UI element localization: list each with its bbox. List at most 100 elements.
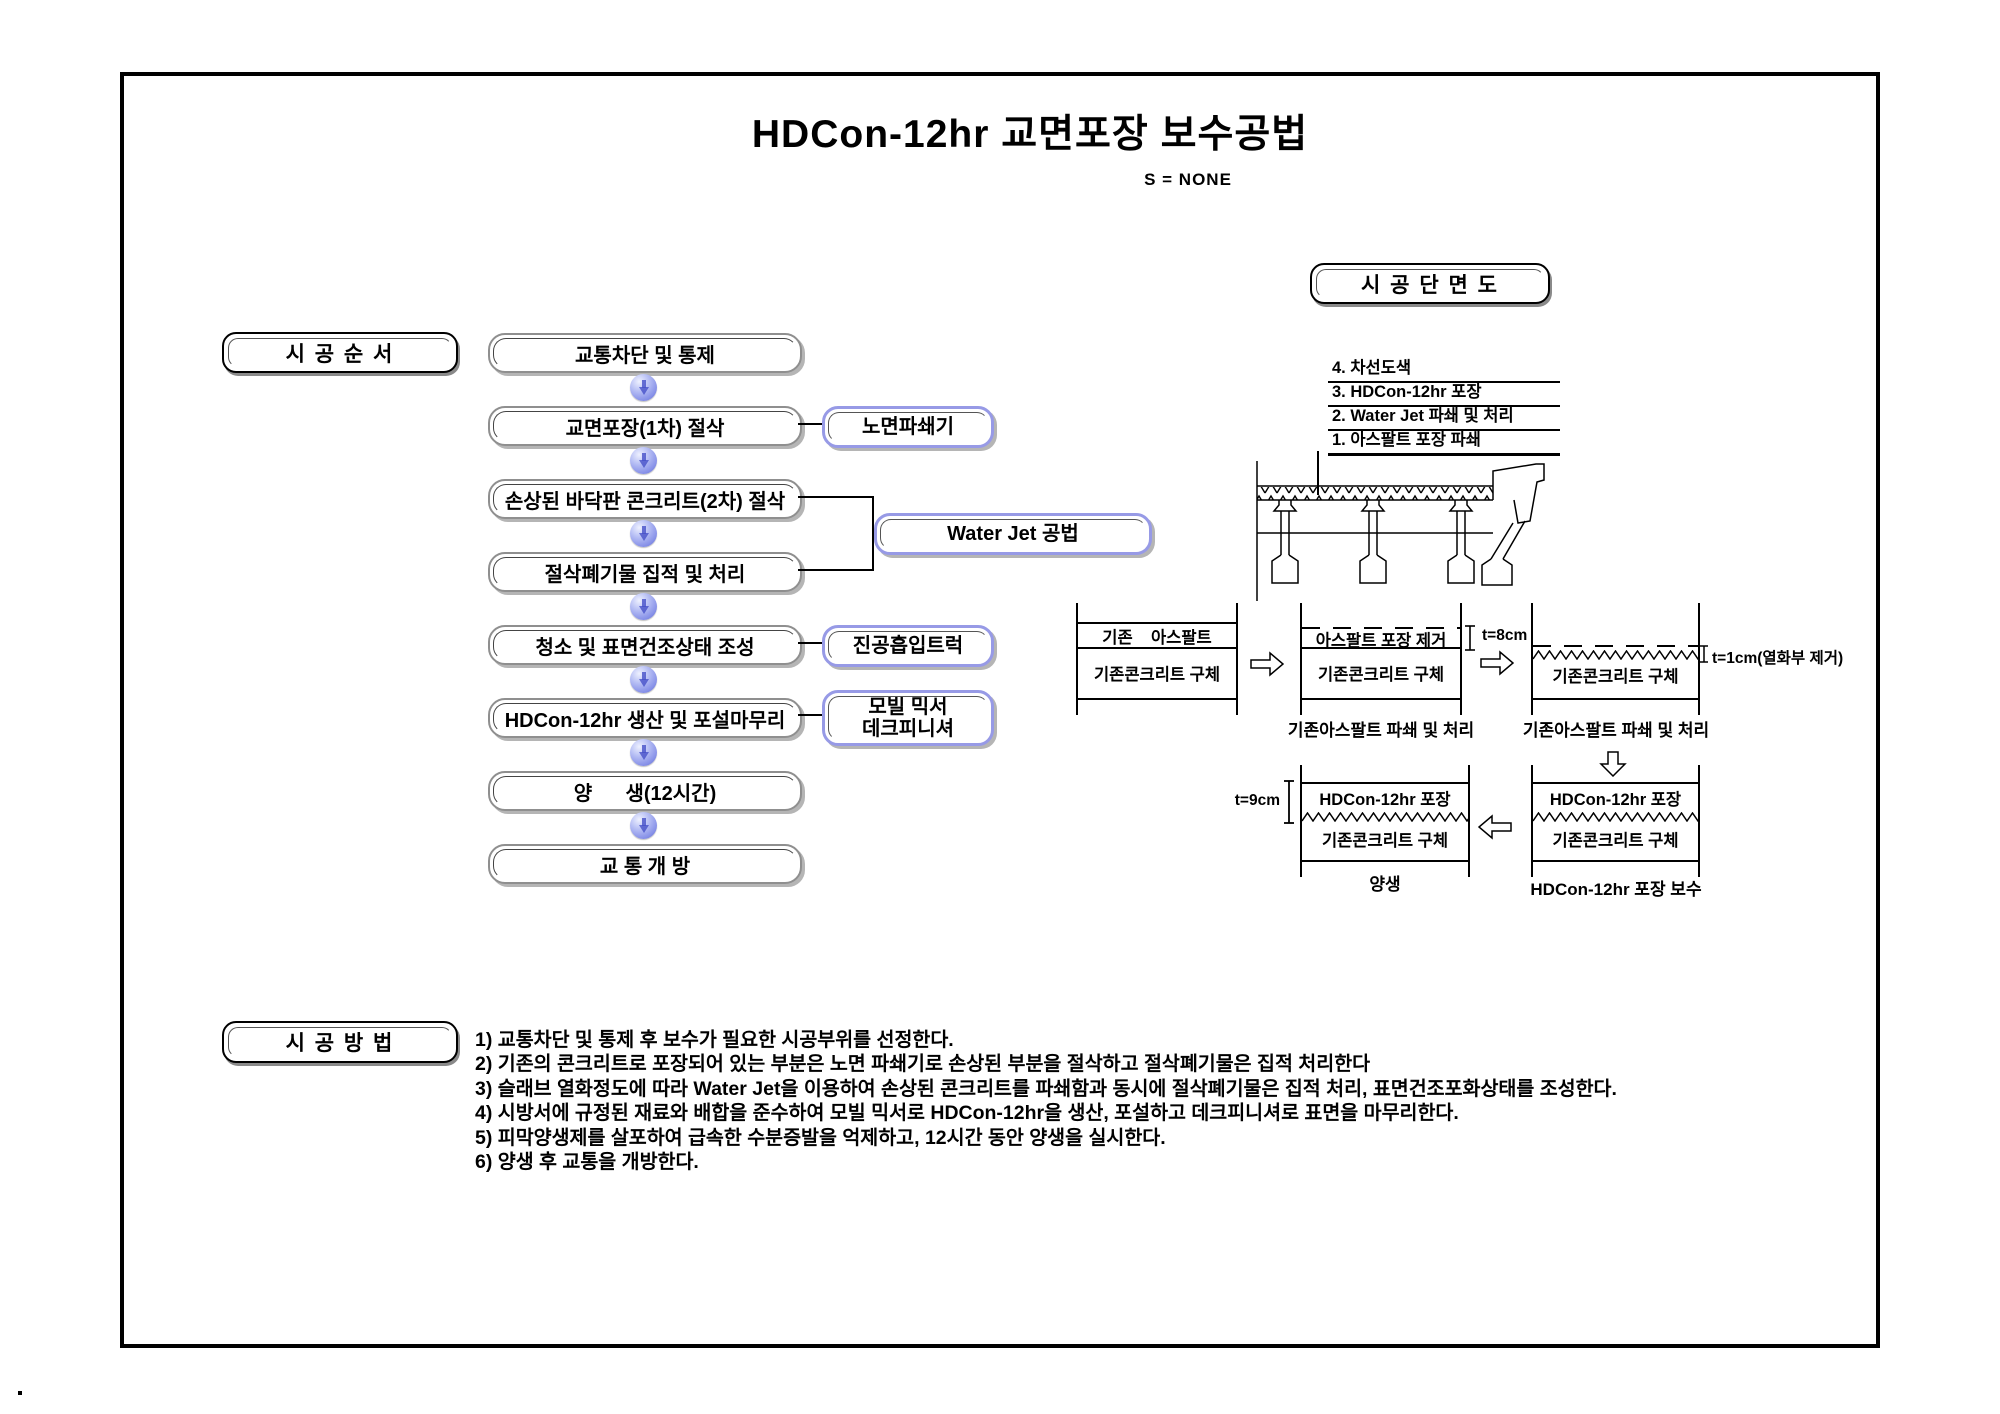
connector-line (798, 569, 874, 571)
connector-line (798, 642, 824, 644)
layer-label-asphalt: 기존 아스팔트 (1102, 629, 1212, 647)
down-arrow-icon (630, 374, 657, 401)
flow-step-5-label: 청소 및 표면건조상태 조성 (535, 636, 755, 659)
scale-note: S = NONE (1144, 170, 1232, 189)
layer-label-concrete: 기존콘크리트 구체 (1321, 832, 1449, 850)
section-view-label-text: 시 공 단 면 도 (1361, 273, 1499, 297)
down-arrow-icon (630, 666, 657, 693)
removed-layer-dashed-line (1533, 645, 1698, 647)
method-note-6: 6) 양생 후 교통을 개방한다. (475, 1151, 699, 1174)
connector-line (798, 423, 824, 425)
legend-leader-line (1317, 451, 1319, 495)
dimension-marker (1284, 780, 1294, 824)
flow-step-2: 교면포장(1차) 절삭 (488, 406, 802, 446)
layer-label-asphalt-removed: 아스팔트 포장 제거 (1315, 632, 1447, 650)
equipment-box-crusher: 노면파쇄기 (822, 406, 994, 448)
method-note-2: 2) 기존의 콘크리트로 포장되어 있는 부분은 노면 파쇄기로 손상된 부분을… (475, 1053, 1371, 1076)
layer-label-concrete: 기존콘크리트 구체 (1552, 832, 1679, 850)
legend-item-2: 2. Water Jet 파쇄 및 처리 (1328, 400, 1560, 431)
layer-line (1302, 860, 1468, 862)
equipment-crusher-label: 노면파쇄기 (862, 416, 954, 438)
layer-line (1078, 647, 1236, 649)
left-arrow-icon (1478, 814, 1512, 840)
flow-step-4: 절삭폐기물 집적 및 처리 (488, 552, 802, 592)
diagram-edge-line (1076, 603, 1078, 715)
flow-step-5: 청소 및 표면건조상태 조성 (488, 625, 802, 665)
layer-label-hdcon: HDCon-12hr 포장 (1549, 791, 1682, 809)
flow-step-8: 교 통 개 방 (488, 844, 802, 884)
layer-line (1533, 782, 1698, 784)
diagram-caption: 양생 (1369, 875, 1401, 894)
diagram-edge-line (1468, 765, 1470, 877)
equipment-vacuum-label: 진공흡입트럭 (852, 635, 964, 657)
down-arrow-icon (630, 812, 657, 839)
diagram-edge-line (1460, 603, 1462, 715)
down-arrow-icon (630, 447, 657, 474)
flow-step-7-label: 양 생(12시간) (573, 782, 717, 805)
section-diagram-existing: 기존 아스팔트 기존콘크리트 구체 (1076, 603, 1238, 715)
equipment-mixer-label-line1: 모빌 믹서 (868, 696, 948, 718)
flow-step-4-label: 절삭폐기물 집적 및 처리 (544, 563, 746, 586)
dimension-marker (1465, 625, 1475, 651)
diagram-caption: HDCon-12hr 포장 보수 (1530, 880, 1702, 899)
layer-line (1302, 782, 1468, 784)
down-arrow-icon (630, 520, 657, 547)
method-section-label-text: 시 공 방 법 (285, 1032, 395, 1055)
diagram-edge-line (1698, 603, 1700, 715)
flow-step-3: 손상된 바닥판 콘크리트(2차) 절삭 (488, 479, 802, 519)
layer-line (1533, 860, 1698, 862)
flow-step-8-label: 교 통 개 방 (599, 855, 691, 878)
layer-label-concrete: 기존콘크리트 구체 (1552, 668, 1679, 686)
legend-item-1: 1. 아스팔트 포장 파쇄 (1328, 424, 1560, 456)
equipment-mixer-label-line2: 데크피니셔 (862, 718, 954, 740)
layer-line (1078, 622, 1236, 624)
down-arrow-icon (630, 593, 657, 620)
dimension-label-1cm: t=1cm(열화부 제거) (1712, 650, 1844, 667)
sequence-section-label-text: 시 공 순 서 (285, 342, 395, 366)
method-section-label: 시 공 방 법 (222, 1021, 458, 1063)
flow-step-6-label: HDCon-12hr 생산 및 포설마무리 (504, 709, 786, 732)
connector-line (798, 714, 824, 716)
diagram-edge-line (1531, 603, 1533, 715)
diagram-edge-line (1300, 765, 1302, 877)
layer-line (1078, 698, 1236, 700)
legend-item-4: 4. 차선도색 (1328, 352, 1560, 383)
flow-step-1: 교통차단 및 통제 (488, 333, 802, 373)
section-diagram-repair: HDCon-12hr 포장 기존콘크리트 구체 HDCon-12hr 포장 보수 (1530, 765, 1702, 899)
dimension-marker (1700, 645, 1708, 663)
equipment-box-waterjet: Water Jet 공법 (874, 513, 1152, 555)
method-notes: 1) 교통차단 및 통제 후 보수가 필요한 시공부위를 선정한다. 2) 기존… (475, 1028, 1875, 1174)
layer-line (1302, 647, 1460, 649)
layer-line (1533, 698, 1698, 700)
layer-label-concrete: 기존콘크리트 구체 (1093, 666, 1221, 684)
flow-step-7: 양 생(12시간) (488, 771, 802, 811)
method-note-5: 5) 피막양생제를 살포하여 급속한 수분증발을 억제하고, 12시간 동안 양… (475, 1126, 1166, 1149)
section-diagram-curing: HDCon-12hr 포장 기존콘크리트 구체 양생 (1300, 765, 1470, 894)
layer-line (1302, 698, 1460, 700)
scan-artifact-dot (18, 1391, 22, 1395)
sequence-section-label: 시 공 순 서 (222, 332, 458, 373)
dimension-label-9cm: t=9cm (1234, 792, 1280, 809)
bond-interface-zigzag-line (1302, 812, 1468, 822)
page-title: HDCon-12hr 교면포장 보수공법 (751, 113, 1309, 156)
connector-line (798, 496, 874, 498)
bond-interface-zigzag-line (1533, 812, 1698, 822)
flow-step-2-label: 교면포장(1차) 절삭 (565, 417, 725, 440)
removed-layer-dashed-line (1302, 627, 1460, 629)
diagram-caption: 기존아스팔트 파쇄 및 처리 (1522, 721, 1710, 740)
drawing-border (120, 72, 1880, 1348)
diagram-edge-line (1236, 603, 1238, 715)
right-arrow-icon (1480, 650, 1514, 676)
layer-label-concrete: 기존콘크리트 구체 (1317, 666, 1445, 684)
flow-step-3-label: 손상된 바닥판 콘크리트(2차) 절삭 (504, 490, 786, 513)
flow-step-1-label: 교통차단 및 통제 (575, 344, 715, 367)
diagram-caption: 기존아스팔트 파쇄 및 처리 (1287, 721, 1475, 740)
section-view-label: 시 공 단 면 도 (1310, 263, 1550, 304)
dimension-label-8cm: t=8cm (1482, 627, 1528, 644)
method-note-1: 1) 교통차단 및 통제 후 보수가 필요한 시공부위를 선정한다. (475, 1029, 954, 1051)
down-hollow-arrow-icon (1599, 751, 1627, 777)
down-arrow-icon (630, 739, 657, 766)
method-note-4: 4) 시방서에 규정된 재료와 배합을 준수하여 모빌 믹서로 HDCon-12… (475, 1102, 1459, 1125)
diagram-edge-line (1300, 603, 1302, 715)
